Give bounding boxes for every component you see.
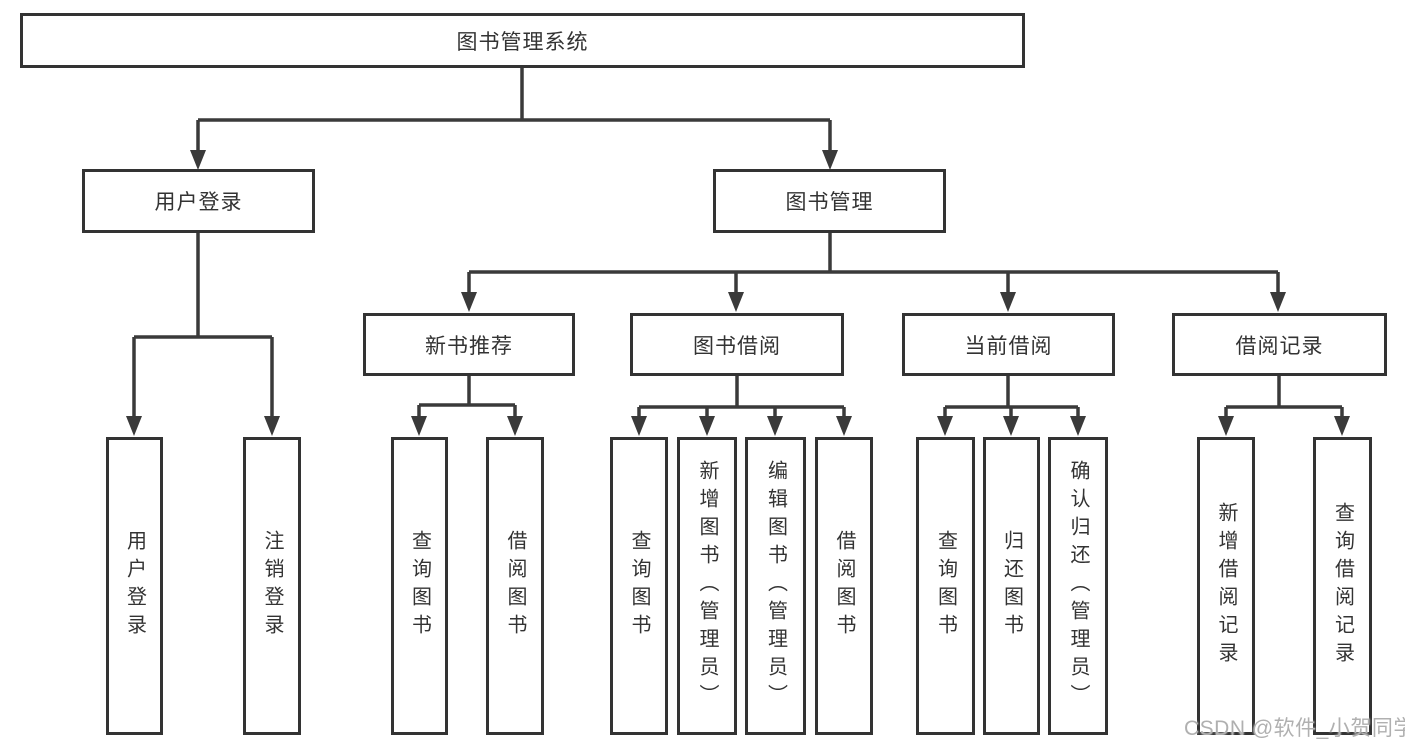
node-current-borrow-label: 当前借阅 bbox=[964, 334, 1053, 358]
arrowheads bbox=[126, 150, 1350, 436]
leaf-query-borrow-record-label: 查询借阅记录 bbox=[1331, 502, 1354, 670]
leaf-query-borrow-record: 查询借阅记录 bbox=[1313, 437, 1372, 735]
arrowhead-icon bbox=[1003, 416, 1019, 436]
node-book-borrow: 图书借阅 bbox=[630, 313, 844, 376]
node-user-login: 用户登录 bbox=[82, 169, 315, 233]
node-book-management: 图书管理 bbox=[713, 169, 946, 233]
leaf-add-borrow-record-label: 新增借阅记录 bbox=[1215, 502, 1237, 670]
leaf-return-book: 归还图书 bbox=[983, 437, 1040, 735]
arrowhead-icon bbox=[507, 416, 523, 436]
leaf-query-books-recommend: 查询图书 bbox=[391, 437, 448, 735]
node-borrow-records-label: 借阅记录 bbox=[1235, 334, 1324, 358]
leaf-confirm-return-admin: 确认归还（管理员） bbox=[1048, 437, 1108, 735]
leaf-borrow-books-borrow: 借阅图书 bbox=[815, 437, 873, 735]
arrowhead-icon bbox=[190, 150, 206, 170]
node-root: 图书管理系统 bbox=[20, 13, 1025, 68]
leaf-user-login: 用户登录 bbox=[106, 437, 163, 735]
leaf-edit-book-admin-label: 编辑图书（管理员） bbox=[764, 460, 787, 712]
arrowhead-icon bbox=[822, 150, 838, 170]
leaf-add-borrow-record: 新增借阅记录 bbox=[1197, 437, 1255, 735]
leaf-query-books-current-label: 查询图书 bbox=[934, 530, 957, 642]
leaf-borrow-books-recommend-label: 借阅图书 bbox=[504, 530, 526, 642]
node-new-book-recommend-label: 新书推荐 bbox=[425, 334, 513, 358]
arrowhead-icon bbox=[264, 416, 280, 436]
arrowhead-icon bbox=[728, 292, 744, 312]
watermark-text: CSDN @软件_小贺同学 bbox=[1184, 717, 1405, 740]
arrowhead-icon bbox=[461, 292, 477, 312]
arrowhead-icon bbox=[1070, 416, 1086, 436]
leaf-logout: 注销登录 bbox=[243, 437, 301, 735]
leaf-query-books-current: 查询图书 bbox=[916, 437, 975, 735]
leaf-return-book-label: 归还图书 bbox=[1000, 530, 1023, 642]
node-book-borrow-label: 图书借阅 bbox=[693, 334, 781, 358]
arrowhead-icon bbox=[126, 416, 142, 436]
leaf-query-books-recommend-label: 查询图书 bbox=[408, 530, 431, 642]
leaf-user-login-label: 用户登录 bbox=[123, 530, 146, 642]
arrowhead-icon bbox=[767, 416, 783, 436]
node-new-book-recommend: 新书推荐 bbox=[363, 313, 575, 376]
node-user-login-label: 用户登录 bbox=[154, 191, 243, 214]
arrowhead-icon bbox=[1334, 416, 1350, 436]
arrowhead-icon bbox=[937, 416, 953, 436]
arrowhead-icon bbox=[836, 416, 852, 436]
node-root-label: 图书管理系统 bbox=[456, 30, 589, 54]
node-book-management-label: 图书管理 bbox=[785, 191, 874, 214]
leaf-borrow-books-recommend: 借阅图书 bbox=[486, 437, 544, 735]
leaf-query-books-borrow-label: 查询图书 bbox=[628, 530, 650, 642]
arrowhead-icon bbox=[411, 416, 427, 436]
leaf-logout-label: 注销登录 bbox=[261, 530, 283, 642]
leaf-borrow-books-borrow-label: 借阅图书 bbox=[833, 530, 855, 642]
leaf-query-books-borrow: 查询图书 bbox=[610, 437, 668, 735]
connector-path bbox=[132, 68, 1344, 420]
arrowhead-icon bbox=[631, 416, 647, 436]
leaf-add-book-admin-label: 新增图书（管理员） bbox=[696, 460, 718, 712]
arrowhead-icon bbox=[1270, 292, 1286, 312]
leaf-edit-book-admin: 编辑图书（管理员） bbox=[745, 437, 806, 735]
arrowhead-icon bbox=[699, 416, 715, 436]
arrowhead-icon bbox=[1000, 292, 1016, 312]
node-current-borrow: 当前借阅 bbox=[902, 313, 1115, 376]
node-borrow-records: 借阅记录 bbox=[1172, 313, 1387, 376]
leaf-confirm-return-admin-label: 确认归还（管理员） bbox=[1067, 460, 1089, 712]
leaf-add-book-admin: 新增图书（管理员） bbox=[677, 437, 737, 735]
arrowhead-icon bbox=[1218, 416, 1234, 436]
